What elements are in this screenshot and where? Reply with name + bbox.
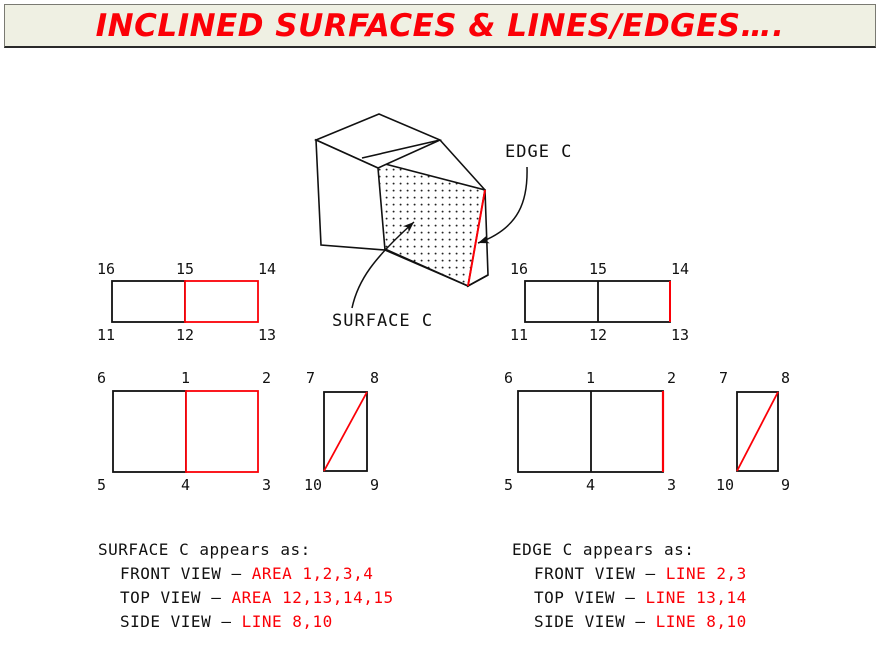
surface-c-front-value: AREA 1,2,3,4 (251, 564, 374, 583)
surface-c-side-value: LINE 8,10 (241, 612, 333, 631)
vertex-label-6-front-left: 6 (97, 369, 107, 387)
vertex-label-8-side-right: 8 (781, 369, 791, 387)
side-view-edge-shape (736, 391, 779, 472)
vertex-label-7-side-left: 7 (306, 369, 316, 387)
vertex-label-11-top-left: 11 (97, 326, 116, 344)
edge-c-side-value: LINE 8,10 (655, 612, 747, 631)
edge-c-highlight (467, 189, 486, 287)
vertex-label-5-front-right: 5 (504, 476, 514, 494)
top-view-edge-shape (524, 280, 671, 323)
edge-c-callout-label: EDGE C (505, 142, 573, 162)
dash-separator: – (211, 612, 242, 631)
vertex-label-10-side-right: 10 (716, 476, 735, 494)
vertex-label-13-top-left: 13 (258, 326, 277, 344)
vertex-label-12-top-left: 12 (176, 326, 195, 344)
front-view-edge-shape (517, 390, 665, 473)
dash-separator: – (201, 588, 232, 607)
top-view-surface-shape (111, 280, 259, 323)
block-upper-right-edge (361, 139, 441, 159)
vertex-label-3-front-right: 3 (667, 476, 677, 494)
vertex-label-15-top-left: 15 (176, 260, 195, 278)
front-view-surface-shape (112, 390, 259, 473)
edge-c-front-row: FRONT VIEW – LINE 2,3 (512, 562, 747, 586)
vertex-label-3-front-left: 3 (262, 476, 272, 494)
vertex-label-16-top-right: 16 (510, 260, 529, 278)
surface-c-side-row: SIDE VIEW – LINE 8,10 (98, 610, 394, 634)
vertex-label-6-front-right: 6 (504, 369, 514, 387)
page-title: INCLINED SURFACES & LINES/EDGES…. (95, 7, 785, 44)
vertex-label-9-side-right: 9 (781, 476, 791, 494)
vertex-label-9-side-left: 9 (370, 476, 380, 494)
vertex-label-14-top-right: 14 (671, 260, 690, 278)
surface-c-side-view-label: SIDE VIEW (120, 612, 212, 631)
surface-c-caption: SURFACE C appears as: FRONT VIEW – AREA … (98, 538, 394, 634)
side-view-surface-shape (323, 391, 368, 472)
dash-separator: – (635, 564, 666, 583)
edge-c-front-value: LINE 2,3 (665, 564, 747, 583)
vertex-label-15-top-right: 15 (589, 260, 608, 278)
surface-c-front-view-label: FRONT VIEW (120, 564, 222, 583)
vertex-label-11-top-right: 11 (510, 326, 529, 344)
vertex-label-4-front-right: 4 (586, 476, 596, 494)
vertex-label-12-top-right: 12 (589, 326, 608, 344)
edge-c-top-row: TOP VIEW – LINE 13,14 (512, 586, 747, 610)
vertex-label-1-front-left: 1 (181, 369, 191, 387)
edge-c-side-row: SIDE VIEW – LINE 8,10 (512, 610, 747, 634)
pictorial-solid (313, 113, 528, 309)
surface-c-leader (351, 221, 415, 309)
vertex-label-16-top-left: 16 (97, 260, 116, 278)
vertex-label-4-front-left: 4 (181, 476, 191, 494)
surface-c-top-view-label: TOP VIEW (120, 588, 202, 607)
vertex-label-2-front-left: 2 (262, 369, 272, 387)
vertex-label-8-side-left: 8 (370, 369, 380, 387)
edge-c-caption: EDGE C appears as: FRONT VIEW – LINE 2,3… (512, 538, 747, 634)
dash-separator: – (221, 564, 252, 583)
surface-c-front-row: FRONT VIEW – AREA 1,2,3,4 (98, 562, 394, 586)
vertex-label-1-front-right: 1 (586, 369, 596, 387)
edge-c-front-view-label: FRONT VIEW (534, 564, 636, 583)
surface-c-top-row: TOP VIEW – AREA 12,13,14,15 (98, 586, 394, 610)
surface-c-callout-label: SURFACE C (332, 311, 434, 331)
dash-separator: – (615, 588, 646, 607)
edge-c-side-view-label: SIDE VIEW (534, 612, 626, 631)
block-top-to-incline-edge (439, 139, 486, 191)
edge-c-caption-heading: EDGE C appears as: (512, 540, 695, 559)
edge-c-top-view-label: TOP VIEW (534, 588, 616, 607)
vertex-label-2-front-right: 2 (667, 369, 677, 387)
dash-separator: – (625, 612, 656, 631)
surface-c-caption-heading: SURFACE C appears as: (98, 540, 311, 559)
vertex-label-5-front-left: 5 (97, 476, 107, 494)
vertex-label-14-top-left: 14 (258, 260, 277, 278)
title-bar: INCLINED SURFACES & LINES/EDGES…. (4, 4, 876, 48)
vertex-label-13-top-right: 13 (671, 326, 690, 344)
edge-c-leader (477, 166, 528, 244)
vertex-label-7-side-right: 7 (719, 369, 729, 387)
vertex-label-10-side-left: 10 (304, 476, 323, 494)
edge-c-top-value: LINE 13,14 (645, 588, 747, 607)
surface-c-top-value: AREA 12,13,14,15 (231, 588, 394, 607)
